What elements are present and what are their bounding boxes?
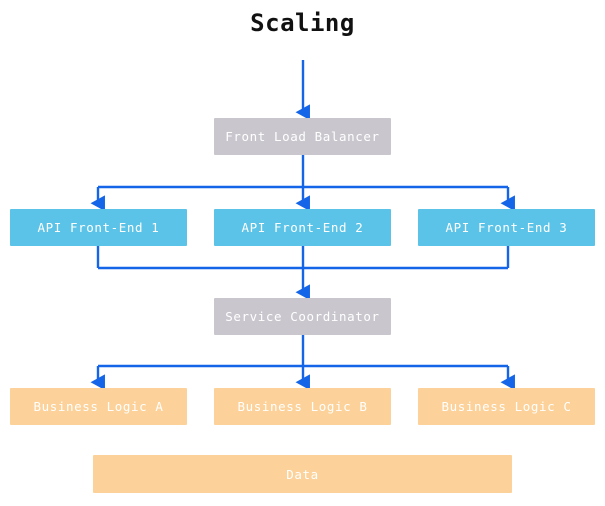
node-front-load-balancer[interactable]: Front Load Balancer [214, 118, 391, 155]
node-business-logic-a[interactable]: Business Logic A [10, 388, 187, 425]
node-business-logic-c[interactable]: Business Logic C [418, 388, 595, 425]
node-api-front-end-1[interactable]: API Front-End 1 [10, 209, 187, 246]
node-api-front-end-2[interactable]: API Front-End 2 [214, 209, 391, 246]
node-service-coordinator[interactable]: Service Coordinator [214, 298, 391, 335]
page-title: Scaling [250, 9, 355, 37]
node-business-logic-b[interactable]: Business Logic B [214, 388, 391, 425]
node-api-front-end-3[interactable]: API Front-End 3 [418, 209, 595, 246]
node-data[interactable]: Data [93, 455, 512, 493]
